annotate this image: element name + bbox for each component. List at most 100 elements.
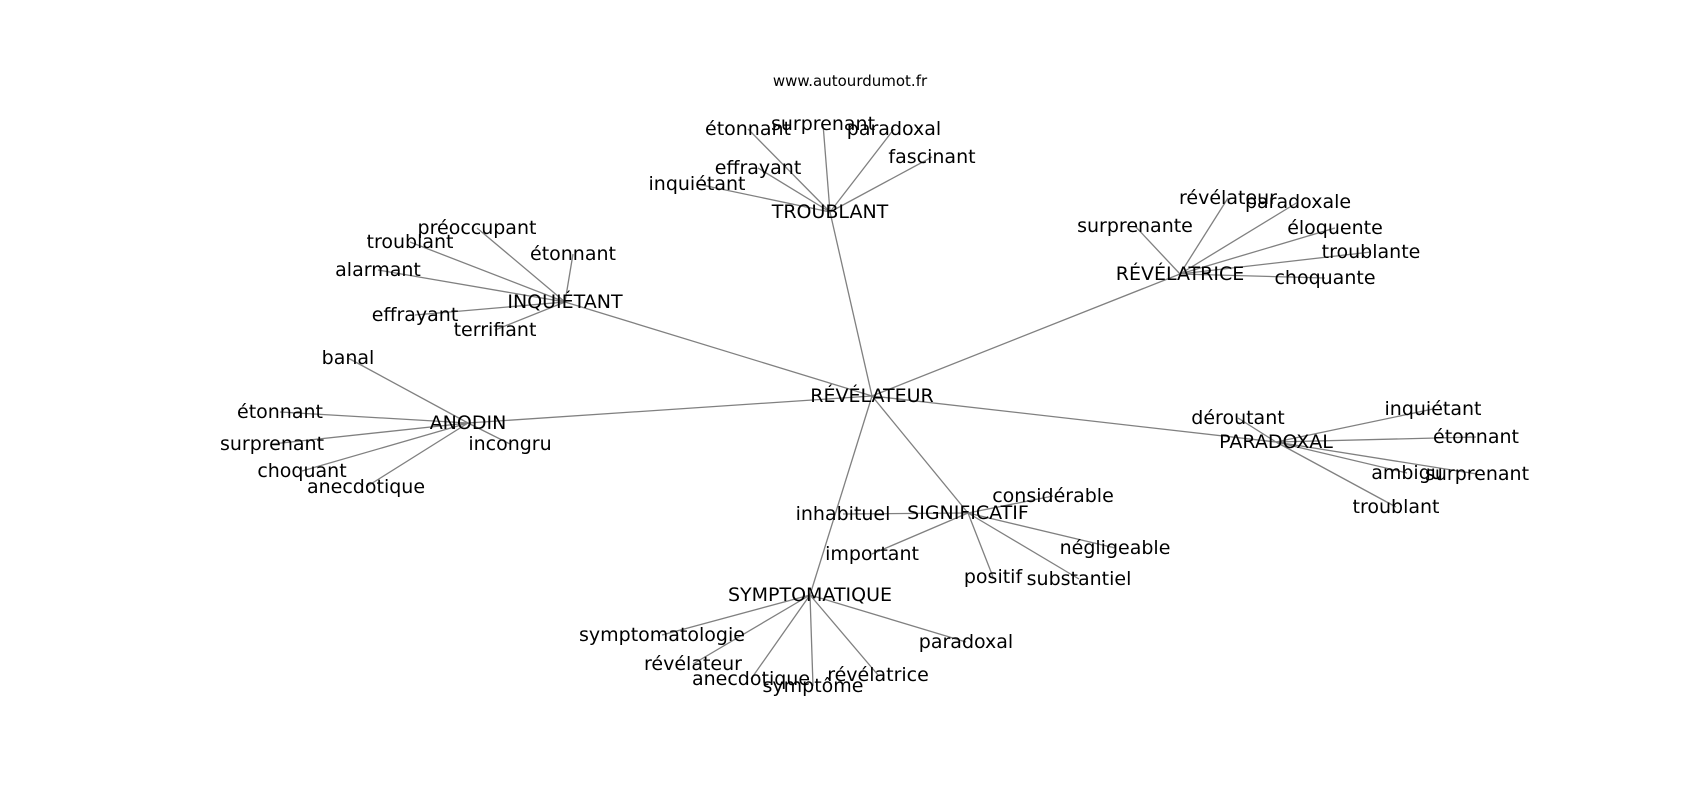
hub-node-inquietant[interactable]: INQUIÉTANT [507,290,623,313]
leaf-node-revelatrice[interactable]: surprenante [1077,215,1193,237]
edge-revelatrice-leaf-3 [1134,225,1181,275]
leaf-node-revelatrice[interactable]: révélateur [1179,187,1277,209]
hub-node-paradoxal[interactable]: PARADOXAL [1219,431,1333,453]
edge-center-significatif [871,395,969,514]
leaf-node-significatif[interactable]: important [825,543,919,565]
edge-troublant-leaf-3 [829,156,933,213]
leaf-node-paradoxal[interactable]: troublant [1353,496,1440,518]
edge-anodin-leaf-5 [365,422,469,488]
site-url: www.autourdumot.fr [772,72,928,90]
leaf-node-anodin[interactable]: étonnant [237,401,323,423]
leaf-node-symptomatique[interactable]: paradoxal [919,631,1013,653]
edge-revelatrice-leaf-0 [1179,197,1229,275]
leaf-node-inquietant[interactable]: alarmant [335,259,421,281]
edge-significatif-leaf-1 [842,512,969,515]
leaf-node-symptomatique[interactable]: révélateur [644,653,742,675]
leaf-node-inquietant[interactable]: troublant [367,231,454,253]
edge-paradoxal-leaf-1 [1275,408,1434,443]
leaf-node-anodin[interactable]: banal [322,347,375,369]
edge-anodin-leaf-0 [347,357,469,424]
edge-inquietant-leaf-2 [564,253,574,303]
edge-paradoxal-leaf-5 [1275,441,1397,508]
edge-significatif-leaf-4 [967,512,994,578]
edge-paradoxal-leaf-3 [1275,441,1408,474]
leaf-node-anodin[interactable]: choquant [257,460,346,482]
leaf-node-revelatrice[interactable]: éloquente [1287,217,1383,239]
edge-paradoxal-leaf-0 [1237,417,1277,443]
edge-troublant-leaf-4 [757,167,831,213]
leaf-node-paradoxal[interactable]: ambigu [1371,462,1443,484]
hub-node-revelatrice[interactable]: RÉVÉLATRICE [1116,262,1244,285]
leaf-node-symptomatique[interactable]: anecdotique [692,668,810,690]
leaf-node-inquietant[interactable]: préoccupant [418,217,537,239]
leaf-node-inquietant[interactable]: effrayant [372,304,459,326]
edge-center-revelatrice [871,273,1181,397]
leaf-node-significatif[interactable]: inhabituel [796,503,891,525]
leaf-node-paradoxal[interactable]: surprenant [1425,463,1529,485]
leaf-node-paradoxal[interactable]: déroutant [1191,407,1284,429]
leaf-node-troublant[interactable]: surprenant [771,113,875,135]
leaf-node-paradoxal[interactable]: étonnant [1433,426,1519,448]
edge-inquietant-leaf-5 [494,301,566,331]
edge-revelatrice-leaf-4 [1179,251,1372,275]
leaf-node-troublant[interactable]: inquiétant [649,173,746,195]
leaf-node-anodin[interactable]: anecdotique [307,476,425,498]
edge-significatif-leaf-3 [967,512,1116,549]
leaf-node-inquietant[interactable]: étonnant [530,243,616,265]
labels-layer: RÉVÉLATEURTROUBLANTétonnantsurprenantpar… [220,113,1529,697]
leaf-node-revelatrice[interactable]: choquante [1274,267,1375,289]
edge-revelatrice-leaf-2 [1179,227,1336,275]
edge-troublant-leaf-1 [822,123,831,213]
edge-symptomatique-leaf-5 [809,594,879,676]
edge-inquietant-leaf-3 [377,269,566,303]
edge-center-inquietant [564,301,873,397]
leaf-node-troublant[interactable]: étonnant [705,118,791,140]
edge-center-anodin [467,395,873,424]
edge-anodin-leaf-3 [467,422,511,445]
leaf-node-troublant[interactable]: paradoxal [847,118,941,140]
edge-inquietant-leaf-4 [414,301,566,316]
edges-layer [271,123,1478,687]
leaf-node-significatif[interactable]: négligeable [1060,537,1171,559]
edge-troublant-leaf-0 [747,128,831,213]
edge-center-paradoxal [871,395,1277,443]
hub-node-troublant[interactable]: TROUBLANT [771,201,889,223]
leaf-node-significatif[interactable]: positif [964,566,1024,588]
edge-significatif-leaf-5 [967,512,1080,580]
leaf-node-significatif[interactable]: considérable [992,485,1114,507]
hub-node-significatif[interactable]: SIGNIFICATIF [907,502,1029,524]
edge-paradoxal-leaf-4 [1275,441,1478,475]
leaf-node-revelatrice[interactable]: troublante [1322,241,1421,263]
leaf-node-symptomatique[interactable]: symptomatologie [579,624,745,646]
edge-troublant-leaf-2 [829,128,895,213]
leaf-node-anodin[interactable]: surprenant [220,433,324,455]
edge-paradoxal-leaf-2 [1275,436,1477,443]
edge-revelatrice-leaf-5 [1179,273,1326,279]
center-node[interactable]: RÉVÉLATEUR [810,384,933,407]
edge-center-symptomatique [809,395,873,596]
leaf-node-troublant[interactable]: fascinant [888,146,975,168]
edge-symptomatique-leaf-1 [809,594,967,643]
edge-symptomatique-leaf-3 [750,594,811,680]
edge-significatif-leaf-0 [967,495,1054,514]
leaf-node-inquietant[interactable]: terrifiant [454,319,537,341]
edge-anodin-leaf-2 [271,422,469,445]
leaf-node-revelatrice[interactable]: paradoxale [1245,191,1351,213]
edge-anodin-leaf-4 [301,422,469,472]
edge-anodin-leaf-1 [279,411,469,424]
leaf-node-significatif[interactable]: substantiel [1027,568,1132,590]
leaf-node-anodin[interactable]: incongru [468,433,551,455]
edge-troublant-leaf-5 [696,183,831,213]
leaf-node-troublant[interactable]: effrayant [715,157,802,179]
edge-significatif-leaf-2 [871,512,969,555]
edge-revelatrice-leaf-1 [1179,201,1299,275]
hub-node-anodin[interactable]: ANODIN [430,412,507,434]
edge-symptomatique-leaf-0 [661,594,811,636]
hub-node-symptomatique[interactable]: SYMPTOMATIQUE [728,584,892,606]
leaf-node-paradoxal[interactable]: inquiétant [1385,398,1482,420]
edge-inquietant-leaf-0 [476,227,566,303]
leaf-node-symptomatique[interactable]: symptôme [763,675,864,697]
edge-symptomatique-leaf-2 [692,594,811,665]
leaf-node-symptomatique[interactable]: révélatrice [827,664,929,686]
